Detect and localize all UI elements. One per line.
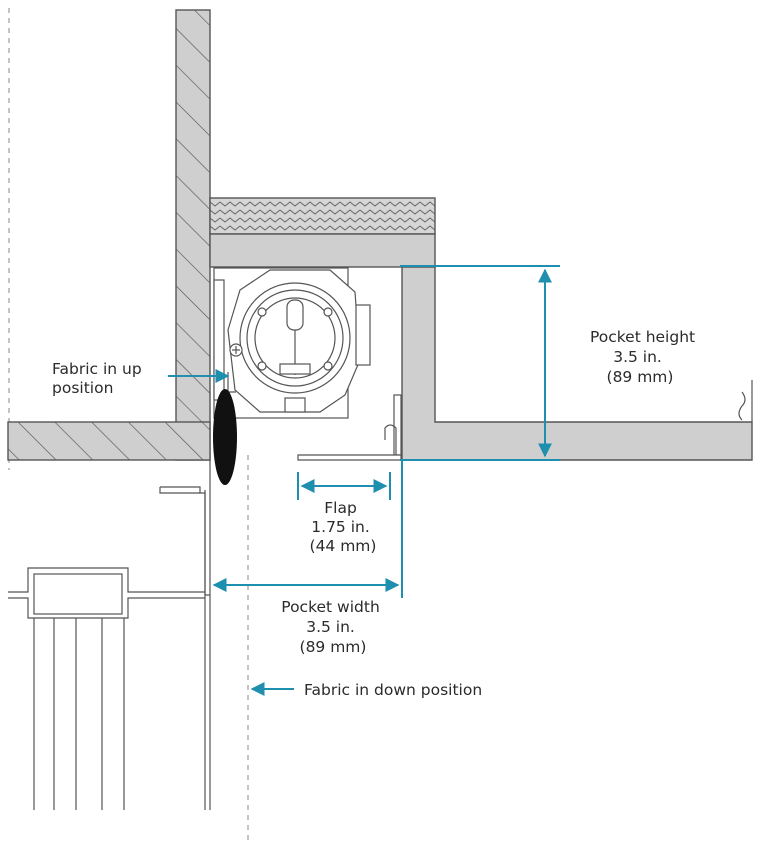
- roller-mechanism: [213, 267, 371, 419]
- fabric-down-label: Fabric in down position: [304, 681, 482, 699]
- wood-blocking: [209, 197, 436, 235]
- window-frame: [8, 460, 211, 810]
- pocket-top-board: [209, 233, 436, 268]
- pocket-right-wall: [401, 266, 753, 461]
- fabric-up-label: Fabric in up position: [52, 360, 147, 397]
- break-mark: [738, 391, 746, 421]
- pocket-height-dimension: [400, 265, 560, 461]
- fabric-roll: [213, 389, 237, 485]
- pocket-width-dimension: [212, 460, 403, 598]
- pocket-width-label: Pocket width 3.5 in. (89 mm): [281, 598, 384, 656]
- flap-label: Flap 1.75 in. (44 mm): [310, 499, 377, 555]
- vertical-wall: [175, 9, 211, 461]
- flap-dimension: [297, 472, 391, 500]
- ceiling-slab-left: [7, 421, 211, 461]
- pocket-height-label: Pocket height 3.5 in. (89 mm): [590, 328, 700, 386]
